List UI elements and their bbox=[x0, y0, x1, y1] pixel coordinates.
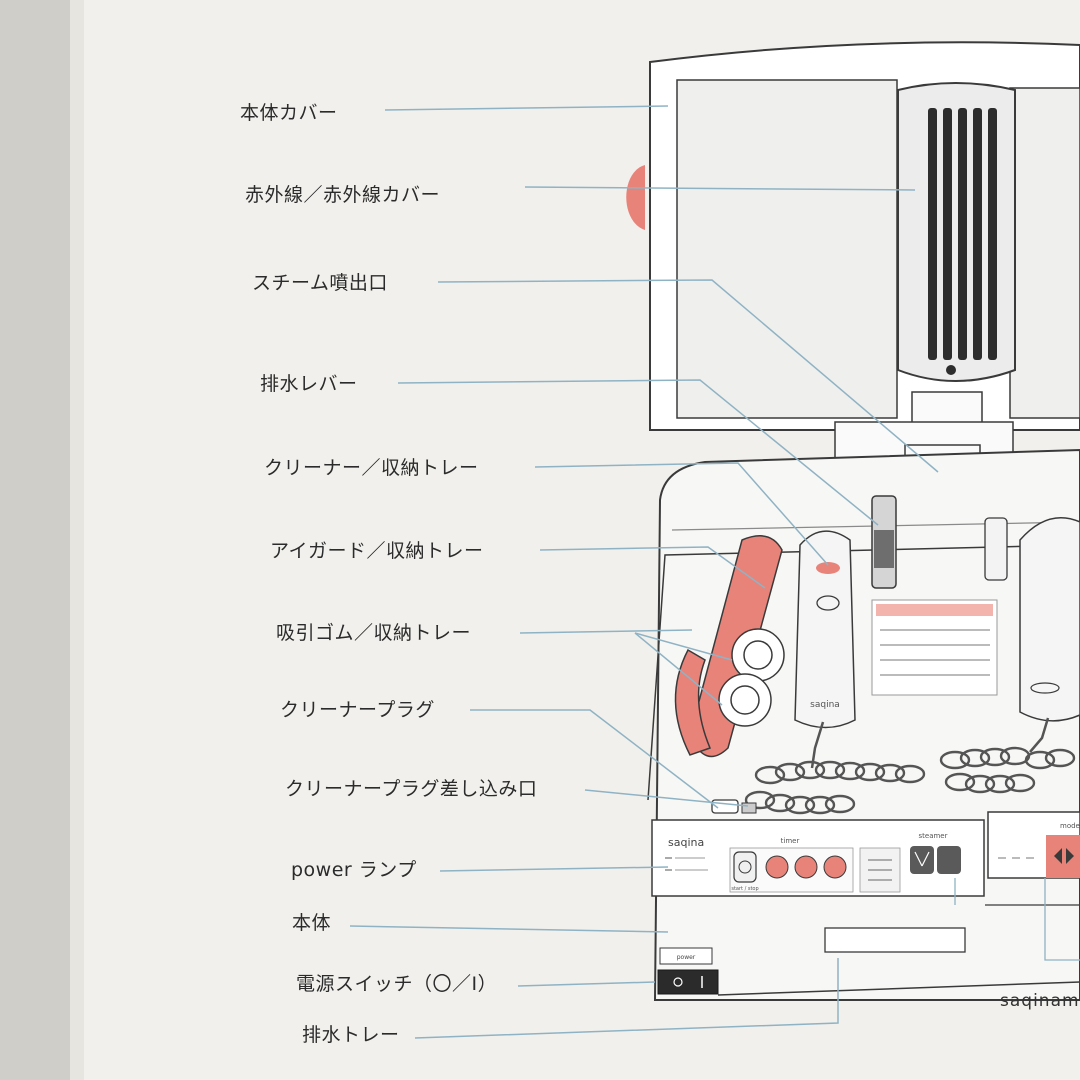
mode-button bbox=[1046, 835, 1080, 878]
leader-drain-lever bbox=[397, 379, 879, 526]
label-eyeguard: アイガード／収納トレー bbox=[270, 540, 484, 562]
leader-cleaner-plug bbox=[470, 709, 719, 809]
leader-plug-socket bbox=[584, 789, 749, 807]
leader-body-cover bbox=[384, 105, 669, 111]
leader-body bbox=[349, 925, 669, 933]
start-stop-button bbox=[733, 851, 757, 883]
label-steam-nozzle: スチーム噴出口 bbox=[252, 272, 388, 294]
leader-infrared bbox=[524, 186, 916, 191]
infrared-cover bbox=[897, 82, 1016, 382]
cleaner-handle bbox=[794, 530, 856, 729]
label-body: 本体 bbox=[292, 912, 332, 934]
panel-steamer: steamer bbox=[919, 832, 948, 840]
timer-button-3 bbox=[823, 855, 847, 879]
label-cleaner-plug: クリーナープラグ bbox=[280, 699, 435, 721]
label-plug-socket: クリーナープラグ差し込み口 bbox=[285, 778, 538, 800]
label-drain-tray: 排水トレー bbox=[302, 1024, 400, 1046]
power-switch[interactable] bbox=[657, 969, 719, 995]
label-drain-lever: 排水レバー bbox=[260, 373, 358, 395]
power-label: power bbox=[677, 954, 696, 961]
label-suction-rubber: 吸引ゴム／収納トレー bbox=[276, 622, 472, 644]
label-power-lamp: power ランプ bbox=[291, 859, 417, 881]
leader-suction-rubber bbox=[519, 629, 693, 634]
timer-button-2 bbox=[794, 855, 818, 879]
label-infrared: 赤外線／赤外線カバー bbox=[245, 184, 441, 206]
power-label-plate bbox=[659, 947, 713, 965]
start-stop-label: start / stop bbox=[731, 886, 758, 892]
label-body-cover: 本体カバー bbox=[240, 102, 338, 124]
brand-bottom: saqinami bbox=[1000, 991, 1080, 1011]
panel-timer: timer bbox=[781, 837, 800, 845]
label-power-switch: 電源スイッチ（〇／I） bbox=[296, 973, 498, 995]
leader-drain-tray bbox=[414, 958, 839, 1039]
label-cleaner-tray: クリーナー／収納トレー bbox=[264, 457, 479, 479]
steamer-button-1 bbox=[910, 846, 934, 874]
plug-socket bbox=[741, 802, 757, 814]
leader-power-lamp bbox=[439, 866, 669, 872]
drain-tray bbox=[824, 927, 966, 953]
leader-suction-rubber-1 bbox=[634, 632, 733, 661]
steamer-button-2 bbox=[937, 846, 961, 874]
side-knob bbox=[626, 165, 645, 230]
brand-handle: saqina bbox=[810, 700, 840, 710]
timer-button-1 bbox=[765, 855, 789, 879]
leader-eyeguard bbox=[539, 546, 766, 589]
leader-steam-nozzle bbox=[437, 279, 939, 473]
leader-power-switch bbox=[517, 981, 656, 987]
brand-panel: saqina bbox=[668, 836, 704, 849]
panel-mode: mode bbox=[1060, 822, 1080, 830]
leader-cleaner-tray bbox=[534, 462, 829, 566]
leader-suction-rubber-2 bbox=[634, 632, 723, 706]
